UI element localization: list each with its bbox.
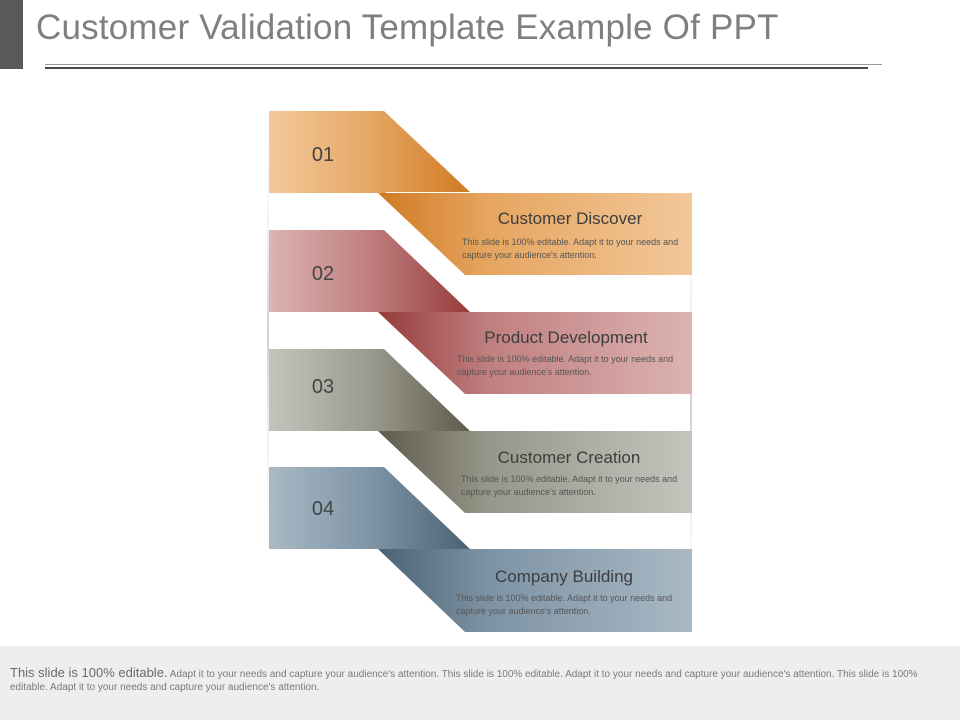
step-title-2: Product Development bbox=[484, 328, 648, 347]
title-rule-thick bbox=[45, 67, 868, 69]
step-description-1: This slide is 100% editable. Adapt it to… bbox=[462, 237, 679, 260]
footer-note: This slide is 100% editable. Adapt it to… bbox=[10, 666, 940, 694]
ribbon-step-1 bbox=[269, 111, 692, 275]
slide-title: Customer Validation Template Example Of … bbox=[36, 8, 779, 47]
step-description-2: This slide is 100% editable. Adapt it to… bbox=[457, 354, 674, 377]
step-title-4: Company Building bbox=[495, 567, 633, 586]
step-number-4: 04 bbox=[311, 498, 335, 520]
footer-panel: This slide is 100% editable. Adapt it to… bbox=[0, 646, 960, 720]
footer-body-text: Adapt it to your needs and capture your … bbox=[10, 669, 918, 693]
title-accent-bar bbox=[0, 0, 23, 69]
ribbon-step-3 bbox=[269, 349, 692, 513]
step-title-3: Customer Creation bbox=[497, 448, 641, 467]
step-number-1: 01 bbox=[311, 144, 335, 166]
title-rule-thin bbox=[45, 64, 882, 65]
ribbon-diagram bbox=[267, 100, 692, 645]
ribbon-step-2 bbox=[269, 230, 692, 394]
step-number-3: 03 bbox=[311, 376, 335, 398]
step-description-4: This slide is 100% editable. Adapt it to… bbox=[456, 593, 673, 616]
step-description-3: This slide is 100% editable. Adapt it to… bbox=[461, 474, 678, 497]
step-title-1: Customer Discover bbox=[497, 209, 643, 228]
footer-lead-text: This slide is 100% editable. bbox=[10, 665, 168, 680]
ribbon-step-4 bbox=[269, 467, 692, 632]
step-number-2: 02 bbox=[311, 263, 335, 285]
